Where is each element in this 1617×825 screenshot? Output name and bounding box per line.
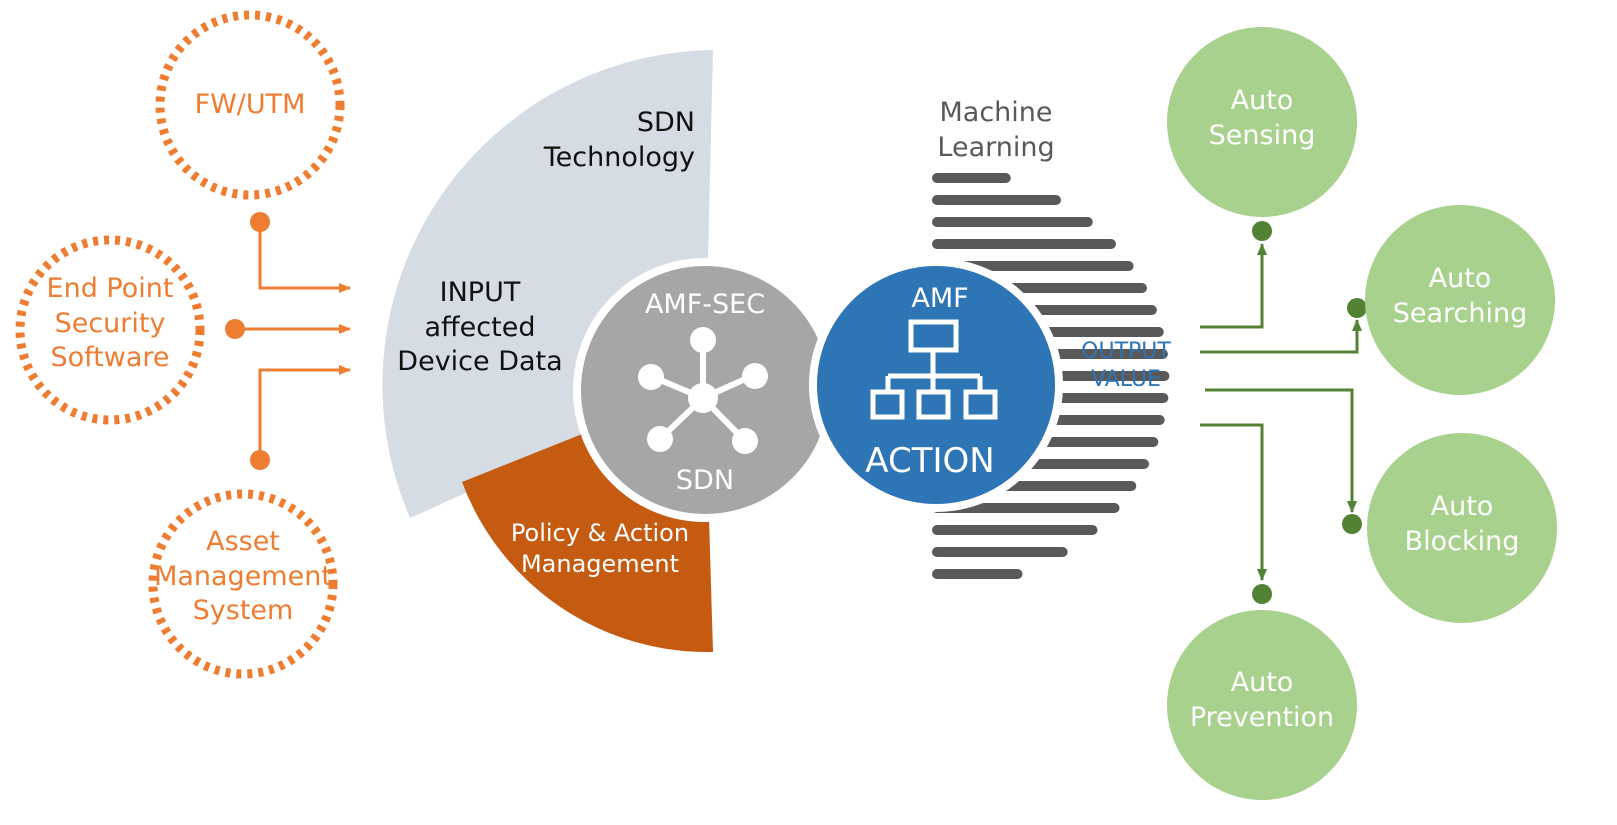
- input-label-endpoint: End Point Security Software: [46, 273, 174, 374]
- ml-stripe: [932, 217, 1093, 227]
- ml-stripe: [932, 195, 1061, 205]
- output-value-label: OUTPUT VALUE: [1081, 339, 1171, 393]
- hierarchy-icon: [870, 319, 998, 420]
- ml-stripe: [932, 173, 1011, 183]
- result-circle-sensing: [1167, 27, 1357, 217]
- result-circle-prevention: [1167, 610, 1357, 800]
- result-circle-blocking: [1367, 433, 1557, 623]
- ml-stripe: [932, 547, 1068, 557]
- input-device-data-label: INPUT affected Device Data: [397, 277, 563, 378]
- ml-stripe: [932, 239, 1116, 249]
- input-circle-endpoint: [15, 235, 205, 425]
- ml-stripe: [932, 569, 1023, 579]
- result-label-searching: Auto Searching: [1392, 263, 1528, 329]
- amf-label: AMF: [911, 283, 969, 314]
- output-connectors: [1200, 243, 1362, 581]
- amf-sec-label: AMF-SEC: [644, 289, 766, 320]
- output-dot: [1342, 514, 1362, 534]
- output-dot: [1347, 298, 1367, 318]
- result-label-sensing: Auto Sensing: [1208, 85, 1316, 151]
- result-circle-searching: [1365, 205, 1555, 395]
- result-label-prevention: Auto Prevention: [1189, 667, 1335, 733]
- network-hub-icon: [638, 327, 768, 454]
- machine-learning-label: Machine Learning: [937, 97, 1055, 163]
- input-label-asset: Asset Management System: [154, 526, 332, 627]
- input-connectors: [235, 222, 351, 460]
- connector-dot: [250, 212, 270, 232]
- result-label-blocking: Auto Blocking: [1404, 491, 1520, 557]
- amf-action-circle: [809, 258, 1063, 512]
- sdn-label: SDN: [675, 465, 735, 496]
- output-dot: [1252, 221, 1272, 241]
- connector-dot: [225, 319, 245, 339]
- sdn-technology-label: SDN Technology: [543, 107, 695, 173]
- input-label-fw-utm: FW/UTM: [194, 89, 306, 120]
- ml-stripe: [932, 525, 1098, 535]
- connector-dot: [250, 450, 270, 470]
- input-circle-fw-utm: [155, 10, 345, 200]
- ml-stripe: [932, 503, 1120, 513]
- action-label: ACTION: [865, 441, 995, 481]
- input-circle-asset: [148, 489, 338, 679]
- output-dot: [1252, 584, 1272, 604]
- policy-action-label: Policy & Action Management: [510, 519, 690, 578]
